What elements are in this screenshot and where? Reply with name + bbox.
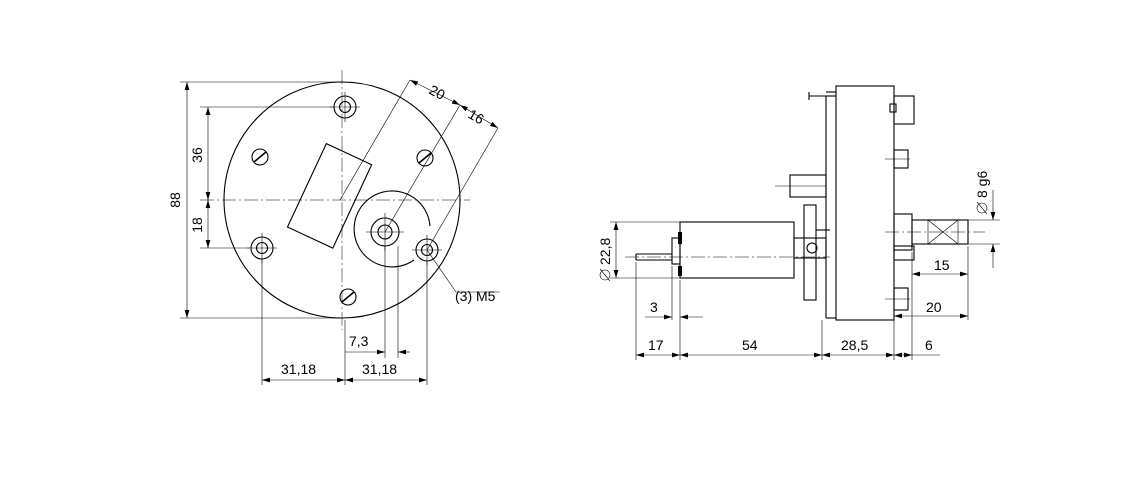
dim-3: 3 <box>650 299 658 315</box>
dim-dia-22-8: 22,8 <box>597 238 613 265</box>
dim-31-18-left: 31,18 <box>281 361 316 377</box>
dim-88: 88 <box>167 192 183 208</box>
dim-17: 17 <box>648 337 664 353</box>
output-boss <box>353 190 431 268</box>
screw-left <box>251 148 269 166</box>
front-view: 88 36 18 20 16 (3) M5 7,3 31,18 31,18 <box>167 70 500 385</box>
dim-7-3: 7,3 <box>349 333 369 349</box>
dim-54: 54 <box>742 337 758 353</box>
dim-31-18-right: 31,18 <box>362 361 397 377</box>
dim-16: 16 <box>466 106 488 128</box>
dim-dia-8-g6: 8 g6 <box>974 171 990 198</box>
side-view: 22,8 8 g6 15 20 3 17 54 28,5 6 <box>597 85 1000 360</box>
mounting-hole-bottom-left <box>247 233 277 263</box>
dim-18: 18 <box>189 217 205 233</box>
motor-can <box>679 221 795 279</box>
dim-6: 6 <box>925 337 933 353</box>
dim-20: 20 <box>427 82 448 104</box>
dim-36: 36 <box>189 147 205 163</box>
screw-right <box>416 149 434 167</box>
gearbox-body <box>835 85 895 321</box>
dim-15: 15 <box>934 257 950 273</box>
thread-label: (3) M5 <box>455 288 496 304</box>
rectangular-window <box>286 142 373 249</box>
dim-20-side: 20 <box>926 299 942 315</box>
dim-28-5: 28,5 <box>841 337 868 353</box>
mounting-hole-top <box>330 92 360 122</box>
screw-bottom <box>339 288 357 306</box>
